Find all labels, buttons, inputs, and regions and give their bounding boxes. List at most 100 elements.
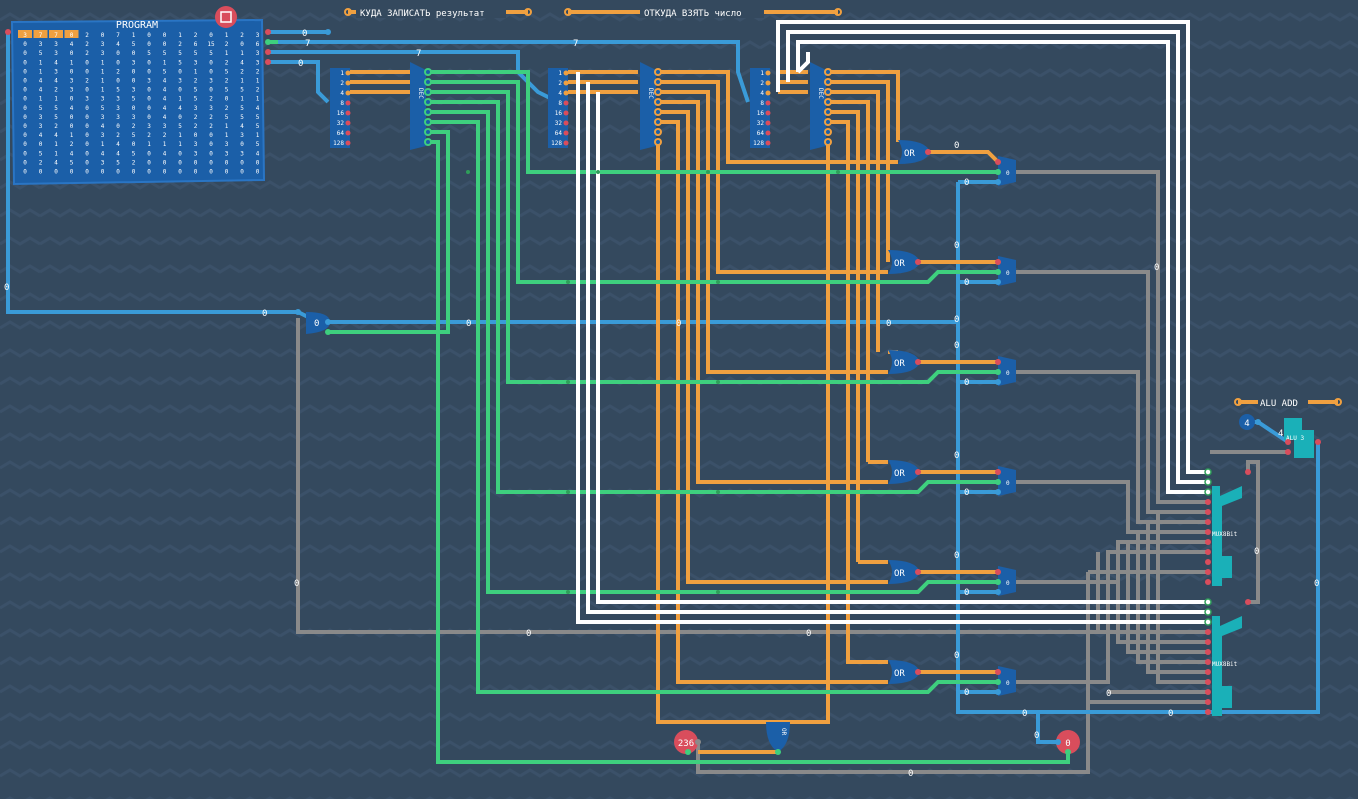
mux-2[interactable]: MUX8Bit — [1204, 598, 1242, 716]
rom-output-pins[interactable] — [5, 29, 271, 65]
register-switch[interactable]: 000 — [954, 451, 1016, 498]
mux-input-pin[interactable] — [1205, 629, 1211, 635]
mux-input-pin[interactable] — [1205, 529, 1211, 535]
alu-pin-a[interactable] — [1245, 469, 1251, 475]
or-gate[interactable]: OR — [888, 250, 921, 274]
output-display[interactable]: 0 — [1055, 730, 1080, 755]
decoder-output-pin[interactable] — [824, 118, 832, 126]
decoder-output-pin[interactable] — [824, 68, 832, 76]
decoder-output-pin[interactable] — [654, 118, 662, 126]
counter-display[interactable]: 236 — [674, 730, 701, 755]
register-switch[interactable]: 000 — [954, 341, 1016, 388]
mux-input-pin[interactable] — [1205, 669, 1211, 675]
decoder-output-pin[interactable] — [654, 88, 662, 96]
mux-input-pin[interactable] — [1205, 679, 1211, 685]
splitter-pin[interactable] — [563, 140, 569, 146]
alu-pin-b[interactable] — [1245, 599, 1251, 605]
decoder-output-pin[interactable] — [424, 128, 432, 136]
decoder-output-pin[interactable] — [424, 68, 432, 76]
decoder-3[interactable]: DEC — [810, 62, 832, 150]
alu-chip[interactable]: ALU 3 — [1284, 418, 1321, 458]
splitter-pin[interactable] — [563, 120, 569, 126]
splitter-pin[interactable] — [345, 80, 351, 86]
splitter-pin[interactable] — [345, 100, 351, 106]
splitter-pin[interactable] — [345, 120, 351, 126]
register-switch[interactable]: 000 — [954, 551, 1016, 598]
splitter-pin[interactable] — [563, 90, 569, 96]
mux-input-pin[interactable] — [1205, 559, 1211, 565]
decoder-output-pin[interactable] — [424, 108, 432, 116]
alu-constant[interactable]: 4 — [1239, 414, 1261, 430]
decoder-output-pin[interactable] — [824, 98, 832, 106]
decoder-output-pin[interactable] — [654, 128, 662, 136]
mux-input-pin[interactable] — [1205, 649, 1211, 655]
decoder-output-pin[interactable] — [824, 138, 832, 146]
splitter-pin[interactable] — [345, 130, 351, 136]
mux-input-pin[interactable] — [1205, 709, 1211, 715]
splitter-pin[interactable] — [345, 110, 351, 116]
splitter-pin[interactable] — [765, 100, 771, 106]
register-switch[interactable]: 000 — [954, 651, 1016, 698]
decoder-output-pin[interactable] — [824, 108, 832, 116]
mux-input-pin[interactable] — [1204, 608, 1212, 616]
mux-input-pin[interactable] — [1205, 689, 1211, 695]
bottom-or-gate[interactable]: OR — [766, 722, 790, 755]
mux-input-pin[interactable] — [1205, 519, 1211, 525]
splitter-pin[interactable] — [765, 130, 771, 136]
mux-input-pin[interactable] — [1205, 699, 1211, 705]
mux-input-pin[interactable] — [1204, 488, 1212, 496]
decoder-output-pin[interactable] — [654, 108, 662, 116]
mux-input-pin[interactable] — [1205, 579, 1211, 585]
splitter-pin[interactable] — [765, 70, 771, 76]
splitter-pin[interactable] — [345, 140, 351, 146]
decoder-output-pin[interactable] — [824, 128, 832, 136]
mux-input-pin[interactable] — [1205, 659, 1211, 665]
decoder-output-pin[interactable] — [424, 78, 432, 86]
mux-input-pin[interactable] — [1204, 468, 1212, 476]
splitter-pin[interactable] — [345, 70, 351, 76]
splitter-pin[interactable] — [563, 100, 569, 106]
or-gate[interactable]: OR — [888, 560, 921, 584]
mux-1[interactable]: MUX8Bit — [1204, 468, 1242, 586]
register-switch[interactable]: 000 — [954, 241, 1016, 288]
decoder-output-pin[interactable] — [424, 138, 432, 146]
or-gate[interactable]: OR — [888, 660, 921, 684]
decoder-output-pin[interactable] — [654, 78, 662, 86]
splitter-pin[interactable] — [563, 70, 569, 76]
mux-input-pin[interactable] — [1205, 509, 1211, 515]
decoder-output-pin[interactable] — [654, 68, 662, 76]
decoder-output-pin[interactable] — [424, 88, 432, 96]
splitter-pin[interactable] — [345, 90, 351, 96]
decoder-1[interactable]: DEC — [410, 62, 432, 150]
decoder-2[interactable]: DEC — [640, 62, 662, 150]
mux-input-pin[interactable] — [1205, 639, 1211, 645]
splitter-pin[interactable] — [765, 120, 771, 126]
mux-input-pin[interactable] — [1205, 569, 1211, 575]
decoder-output-pin[interactable] — [654, 98, 662, 106]
splitter-pin[interactable] — [765, 80, 771, 86]
register-switch[interactable]: 000 — [954, 141, 1016, 188]
decoder-output-pin[interactable] — [424, 118, 432, 126]
mux-input-pin[interactable] — [1205, 539, 1211, 545]
mux-input-pin[interactable] — [1204, 598, 1212, 606]
mux-input-pin[interactable] — [1205, 499, 1211, 505]
decoder-output-pin[interactable] — [824, 78, 832, 86]
mux-input-pin[interactable] — [1204, 478, 1212, 486]
mux-input-pin[interactable] — [1205, 549, 1211, 555]
program-button[interactable] — [215, 6, 237, 28]
decoder-output-pin[interactable] — [424, 98, 432, 106]
decoder-output-pin[interactable] — [654, 138, 662, 146]
splitter-pin[interactable] — [563, 80, 569, 86]
rom-output-end[interactable] — [325, 29, 331, 35]
splitter-pin[interactable] — [765, 140, 771, 146]
splitter-pin[interactable] — [765, 90, 771, 96]
splitter-pin[interactable] — [563, 110, 569, 116]
splitter-pin[interactable] — [765, 110, 771, 116]
splitter-pin[interactable] — [563, 130, 569, 136]
or-gate[interactable]: OR — [888, 350, 921, 374]
